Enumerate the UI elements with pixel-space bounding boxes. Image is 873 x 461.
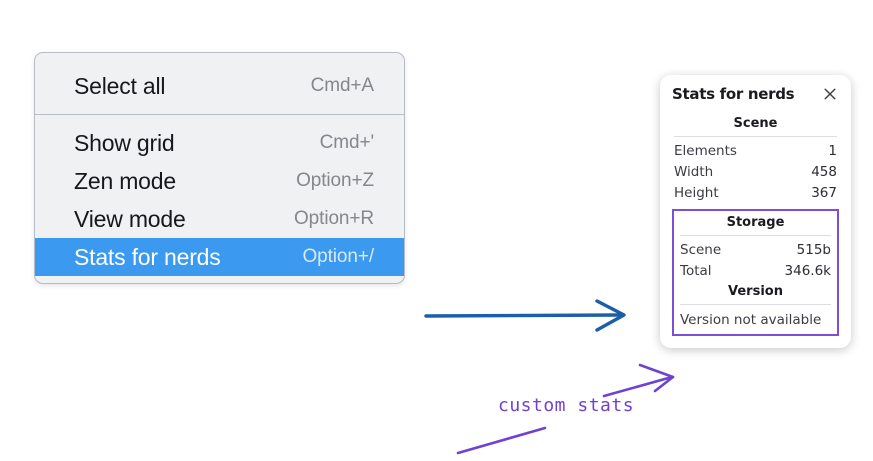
menu-item-label: View mode	[74, 205, 186, 232]
purple-arrow-annotation	[602, 363, 675, 398]
menu-item-shortcut: Option+/	[302, 246, 374, 267]
stats-for-nerds-panel: Stats for nerds Scene Elements 1 Width 4…	[660, 75, 851, 348]
close-icon[interactable]	[821, 85, 839, 103]
version-section-heading: Version	[728, 284, 783, 299]
menu-item-label: Select all	[74, 72, 166, 99]
stat-value: 458	[811, 163, 837, 180]
menu-item-zen-mode[interactable]: Zen mode Option+Z	[35, 162, 404, 200]
stat-row-storage-scene: Scene 515b	[678, 239, 833, 260]
menu-item-shortcut: Cmd+'	[319, 132, 374, 153]
menu-group-1: Select all Cmd+A	[35, 59, 404, 114]
stat-row-height: Height 367	[672, 182, 839, 203]
menu-group-2: Show grid Cmd+' Zen mode Option+Z View m…	[35, 115, 404, 276]
stat-row-elements: Elements 1	[672, 140, 839, 161]
stat-value: 367	[811, 184, 837, 201]
menu-item-select-all[interactable]: Select all Cmd+A	[35, 67, 404, 105]
menu-item-shortcut: Option+Z	[296, 170, 374, 191]
purple-underline-annotation	[456, 426, 547, 455]
stats-panel-header: Stats for nerds	[672, 85, 839, 103]
menu-item-label: Stats for nerds	[74, 243, 221, 270]
stat-row-width: Width 458	[672, 161, 839, 182]
stat-label: Height	[674, 184, 719, 201]
stat-label: Total	[680, 262, 712, 279]
stat-label: Scene	[680, 241, 722, 258]
menu-item-label: Show grid	[74, 129, 175, 156]
menu-item-stats-for-nerds[interactable]: Stats for nerds Option+/	[35, 238, 404, 276]
storage-section-heading: Storage	[726, 215, 785, 230]
blue-arrow-annotation	[424, 299, 626, 332]
version-not-available-text: Version not available	[680, 312, 822, 328]
context-menu[interactable]: Select all Cmd+A Show grid Cmd+' Zen mod…	[34, 52, 405, 284]
stats-panel-title: Stats for nerds	[672, 85, 795, 103]
stat-label: Elements	[674, 142, 737, 159]
menu-item-view-mode[interactable]: View mode Option+R	[35, 200, 404, 238]
divider	[680, 235, 831, 236]
menu-item-shortcut: Option+R	[294, 208, 374, 229]
divider	[674, 136, 837, 137]
stat-value: 346.6k	[784, 262, 831, 279]
stat-value: 515b	[796, 241, 831, 258]
stat-row-storage-total: Total 346.6k	[678, 260, 833, 281]
stat-value: 1	[828, 142, 837, 159]
menu-item-show-grid[interactable]: Show grid Cmd+'	[35, 124, 404, 162]
scene-section-heading: Scene	[733, 116, 778, 131]
divider	[680, 304, 831, 305]
menu-separator	[35, 114, 404, 115]
menu-item-shortcut: Cmd+A	[310, 75, 374, 96]
stat-label: Width	[674, 163, 714, 180]
custom-stats-annotation-label: custom stats	[498, 395, 635, 416]
menu-item-label: Zen mode	[74, 167, 176, 194]
custom-stats-outline: Storage Scene 515b Total 346.6k Version …	[672, 209, 839, 336]
